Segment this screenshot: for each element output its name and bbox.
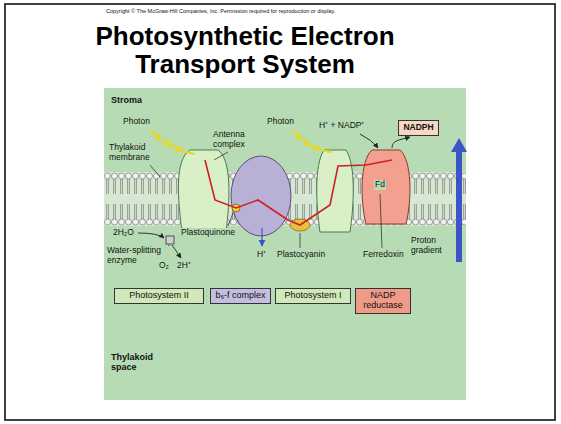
product-label: O₂ [158,261,170,271]
electron-path [205,160,392,225]
box-label: Photosystem I [284,291,341,301]
photon-symbol [292,131,332,152]
box-label: Photosystem II [129,291,189,301]
leader-line [214,152,228,160]
reaction-arrow [172,245,181,258]
leader-line [150,152,382,248]
region-label: Thylakoid space [110,352,164,372]
slide-frame [5,4,555,420]
photon-symbol [150,131,332,154]
leader-line [150,165,160,177]
photon-label: Photon [122,117,151,127]
part-label: Thylakoid membrane [108,143,160,162]
leader-line [380,194,382,248]
protein-complexes [231,156,291,236]
product-label: 2H⁺ [176,261,192,271]
leader-line [228,213,233,226]
part-label: Antenna complex [212,130,258,149]
title: Photosynthetic Electron Transport System [60,22,430,78]
product-box: NADPH [398,120,439,136]
proton-gradient-arrow [456,150,462,262]
ion-label: H⁺ [256,250,267,260]
protein-complexes [166,236,174,244]
region-label: Stroma [110,95,143,105]
protein-complexes [317,150,354,232]
reaction-arrow [138,233,164,238]
background-panel [104,88,466,400]
part-label: Plastocyanin [276,250,326,260]
legend-box: Photosystem II [114,288,204,304]
part-label: Fd [374,180,386,190]
photon-label: Photon [266,117,295,127]
legend-box: b₆-f complex [210,288,271,304]
protein-complexes [166,150,410,244]
reactant-label: H⁺ + NADP⁺ [318,121,365,131]
legend-box: NADP reductase [355,288,411,314]
leader-line [300,233,301,248]
box-label: b₆-f complex [215,291,265,301]
copyright-note: Copyright © The McGraw-Hill Companies, I… [105,8,336,14]
proton-gradient-arrow [451,138,467,152]
part-label: Ferredoxin [362,250,405,260]
reaction-arrow [360,134,378,148]
reactant-label: 2H₂O [112,228,135,238]
reaction-arrow [138,134,410,258]
protein-complexes [178,150,229,232]
reaction-arrow [261,228,262,246]
reaction-arrow [392,137,410,148]
legend-box: Photosystem I [275,288,351,304]
electron-path [205,160,392,225]
part-label: Proton gradient [410,236,454,255]
part-label: Plastoquinone [180,228,236,238]
slide-frame [5,4,555,420]
box-label: NADP reductase [360,291,406,311]
background-panel [104,88,466,400]
box-label: NADPH [403,123,433,132]
